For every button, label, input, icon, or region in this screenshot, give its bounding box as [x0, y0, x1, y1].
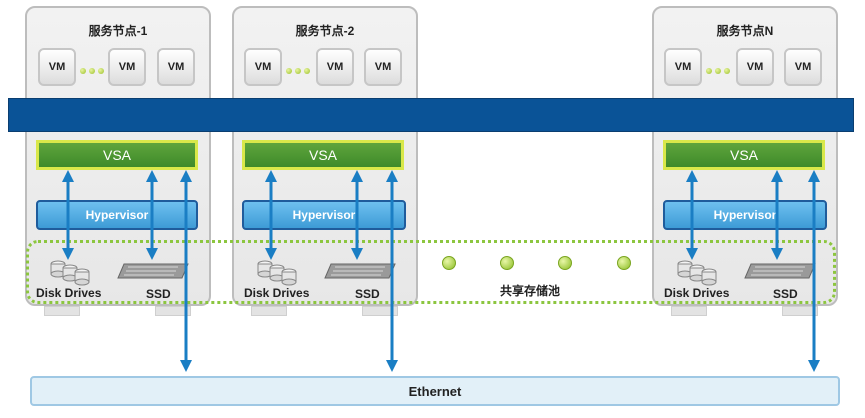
shared-storage-pool: [26, 240, 836, 304]
vsa-block: VSA: [242, 140, 404, 170]
bidirectional-arrow-icon: [62, 170, 820, 372]
node-foot: [251, 306, 287, 316]
node-foot: [671, 306, 707, 316]
node-foot: [44, 306, 80, 316]
ethernet-label: Ethernet: [408, 383, 462, 399]
ethernet-bar: Ethernet: [30, 376, 840, 406]
vm-box: VM: [316, 48, 354, 86]
disk-drives-label: Disk Drives: [664, 286, 730, 300]
pool-dot: [442, 256, 456, 270]
vm-box: VM: [664, 48, 702, 86]
vsa-block: VSA: [663, 140, 825, 170]
ellipsis-dots-icon: [80, 68, 104, 74]
ssd-icon: [117, 263, 189, 279]
pool-dot: [617, 256, 631, 270]
disk-drives-icon: [677, 260, 717, 286]
ssd-icon: [744, 263, 816, 279]
pool-dot: [558, 256, 572, 270]
disk-drives-label: Disk Drives: [244, 286, 310, 300]
disk-drives-icon: [50, 260, 90, 286]
ssd-label: SSD: [146, 287, 171, 301]
node-title: 服务节点N: [716, 24, 774, 38]
disk-drives-label: Disk Drives: [36, 286, 102, 300]
ellipsis-dots-icon: [286, 68, 310, 74]
vm-box: VM: [244, 48, 282, 86]
virtualization-network-bar: [8, 98, 854, 132]
node-title: 服务节点-2: [295, 24, 355, 38]
pool-dot: [500, 256, 514, 270]
vm-box: VM: [736, 48, 774, 86]
disk-drives-icon: [257, 260, 297, 286]
node-title: 服务节点-1: [88, 24, 148, 38]
shared-pool-label: 共享存储池: [500, 284, 561, 298]
ellipsis-dots-icon: [706, 68, 730, 74]
ssd-icon: [324, 263, 396, 279]
vm-box: VM: [364, 48, 402, 86]
vm-box: VM: [38, 48, 76, 86]
vm-box: VM: [157, 48, 195, 86]
vsa-block: VSA: [36, 140, 198, 170]
vm-box: VM: [108, 48, 146, 86]
vm-box: VM: [784, 48, 822, 86]
ssd-label: SSD: [355, 287, 380, 301]
ssd-label: SSD: [773, 287, 798, 301]
